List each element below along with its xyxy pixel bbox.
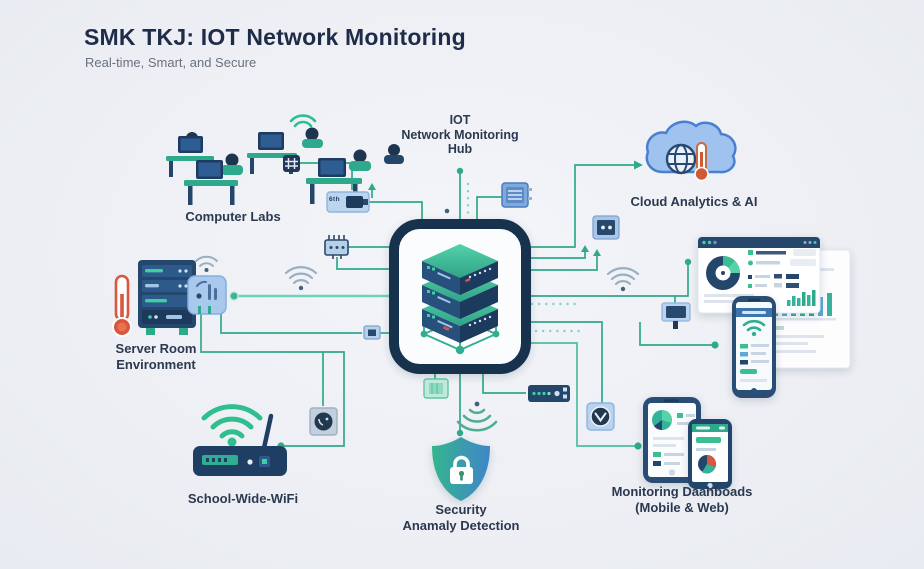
server-room-label-line2: Environment: [116, 357, 196, 372]
wifi-router-illustration: [193, 404, 287, 476]
school-wifi-label: School-Wide-WiFi: [187, 491, 299, 506]
dashboards-label-line1: Monitoring Daahboads: [611, 484, 753, 499]
server-stack-icon: [420, 244, 500, 355]
hub-label-line2: Network Monitoring: [401, 127, 519, 142]
server-room-label: Server Room Environment: [86, 341, 226, 373]
dashboards-label-line2: (Mobile & Web): [635, 500, 729, 515]
monitoring-phones-illustration: [643, 397, 732, 489]
voltage-sensor-icon: [586, 402, 615, 431]
shield-lock-icon: [432, 437, 490, 501]
green-chip-icon: [423, 378, 449, 399]
page-title: SMK TKJ: IOT Network Monitoring: [84, 24, 466, 50]
router-icon: [193, 413, 287, 476]
big-phone: [643, 397, 701, 483]
thermometer-icon: [112, 274, 132, 337]
usb-device-icon: [326, 191, 370, 213]
web-dashboard-illustration: [697, 236, 851, 398]
donut-chart: [706, 256, 740, 290]
memory-chip-icon: [501, 182, 532, 208]
server-room-illustration: [112, 255, 227, 337]
cloud-analytics-illustration: [645, 120, 737, 182]
security-shield-illustration: [432, 401, 498, 501]
socket-sensor-icon: [309, 407, 338, 436]
security-label: Security Anamaly Detection: [381, 502, 541, 534]
connection-lines: [200, 160, 719, 450]
chip-pins-icon: [324, 235, 349, 259]
wifi-signal-icon: [201, 404, 263, 439]
two-dot-module-icon: [592, 215, 620, 240]
hub-label-line3: Hub: [447, 142, 473, 156]
hub-label: IOT Network Monitoring Hub: [370, 113, 550, 157]
hash-badge-icon: [283, 155, 300, 172]
wifi-node-icon: [284, 266, 318, 291]
wifi-down-icon: [456, 401, 498, 432]
hub-label-line1: IOT: [449, 113, 471, 127]
environment-sensor-icon: [187, 255, 227, 315]
computer-labs-label: Computer Labs: [185, 209, 281, 224]
dashboards-label: Monitoring Daahboads (Mobile & Web): [592, 484, 772, 516]
wifi-node-right-icon: [606, 267, 640, 292]
usb-device-label: 6th: [329, 196, 340, 203]
server-room-label-line1: Server Room: [115, 341, 197, 356]
wifi-icon: [289, 114, 317, 128]
tiny-module-icon: [363, 325, 381, 340]
server-rack-icon: [138, 260, 196, 335]
security-label-line1: Security: [435, 502, 487, 517]
globe-icon: [665, 143, 697, 175]
page-subtitle: Real-time, Smart, and Secure: [85, 55, 257, 70]
connector-module-icon: [661, 302, 691, 329]
cloud-analytics-label: Cloud Analytics & AI: [630, 194, 758, 209]
security-label-line2: Anamaly Detection: [402, 518, 520, 533]
small-phone: [688, 419, 732, 489]
computer-labs-illustration: [166, 114, 404, 205]
browser-window: [697, 236, 821, 314]
dashboard-phone: [732, 296, 776, 398]
thermometer-icon: [694, 142, 709, 182]
network-switch-icon: [528, 385, 570, 402]
